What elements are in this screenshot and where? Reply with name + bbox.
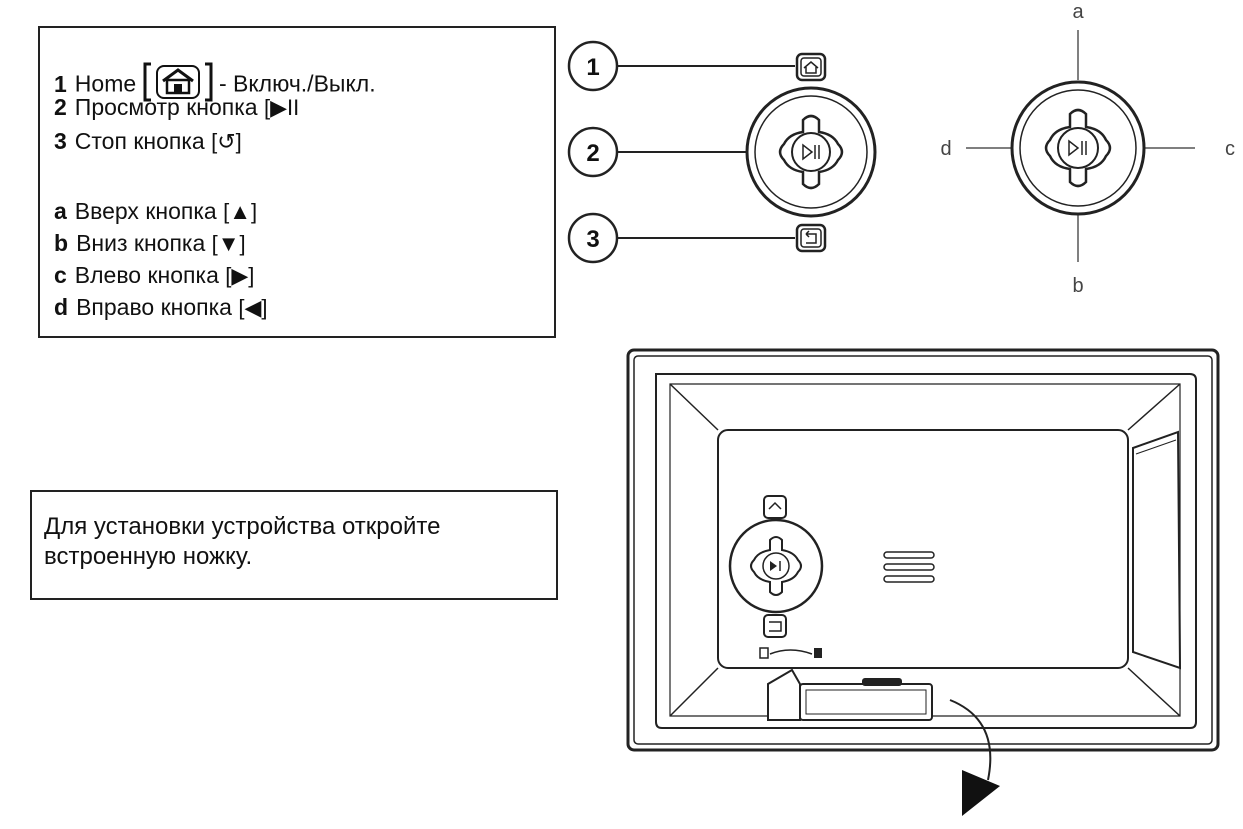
arrow-up-icon: [▲] [223,199,258,224]
callout-2: 2 [567,126,619,178]
note-text: Для установки устройства откройте встрое… [44,513,441,570]
direction-label-b: b [1072,275,1083,297]
legend-item-right: d Вправо кнопка [◀] [54,292,268,323]
callout-1: 1 [567,40,619,92]
arrow-down-icon: [▼] [211,231,246,256]
legend-item-number: 3 [54,128,67,154]
legend-item-down: b Вниз кнопка [▼] [54,228,246,259]
legend-item-up: a Вверх кнопка [▲] [54,196,257,227]
legend-item-stop: 3 Стоп кнопка [↺] [54,126,242,157]
play-pause-icon [802,143,820,161]
legend-item-number: c [54,262,67,288]
legend-item-home: 1 Home - Включ./Выкл. [54,62,376,109]
legend-item-label: Просмотр кнопка [74,94,258,120]
legend-item-number: b [54,230,69,256]
legend-item-label: Влево кнопка [74,262,219,288]
legend-item-number: d [54,294,69,320]
play-pause-icon: [▶II [264,95,300,120]
device-back-view [626,348,1220,752]
return-icon: [↺] [211,129,242,154]
legend-item-label: Вниз кнопка [76,230,206,256]
legend-item-play: 2 Просмотр кнопка [▶II [54,92,299,123]
stop-button [795,223,827,253]
home-button [795,52,827,82]
callout-number: 3 [586,226,599,253]
open-stand-arrow [949,699,1000,816]
legend-item-left: c Влево кнопка [▶] [54,260,254,291]
direction-dpad [966,30,1195,262]
direction-label-d: d [940,138,951,160]
callout-number: 2 [586,140,599,167]
direction-label-a: a [1072,1,1084,23]
legend-item-label: Вправо кнопка [76,294,232,320]
legend-item-label: Вверх кнопка [74,198,217,224]
legend-item-number: 2 [54,94,67,120]
legend-item-label: Home [74,70,137,97]
legend-box: 1 Home - Включ./Выкл. 2 Просмотр кнопка [▶… [38,26,556,338]
legend-item-number: a [54,198,67,224]
callout-3: 3 [567,212,619,264]
home-icon [143,62,213,109]
callout-number: 1 [586,54,599,81]
legend-item-label: Стоп кнопка [74,128,205,154]
legend-item-label: - Включ./Выкл. [218,70,376,97]
arrow-left-icon: [◀] [238,295,268,320]
dpad [745,86,877,218]
note-box: Для установки устройства откройте встрое… [30,490,558,600]
arrow-right-icon: [▶] [225,263,255,288]
legend-item-number: 1 [54,70,67,97]
direction-label-c: c [1225,138,1235,160]
